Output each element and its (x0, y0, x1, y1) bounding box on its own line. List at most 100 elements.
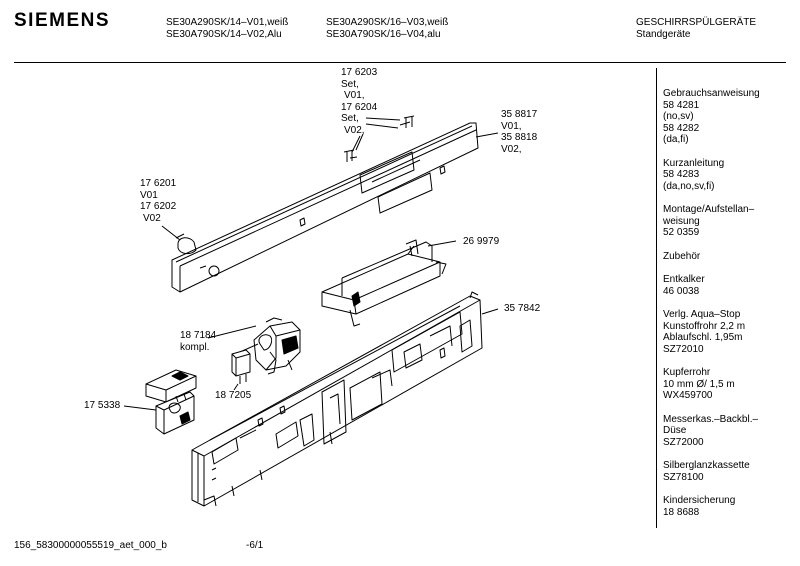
control-panel-fascia (172, 123, 478, 292)
switch-module (322, 240, 446, 326)
accessory-line: Zubehör (663, 250, 701, 262)
accessory-group: Entkalker 46 0038 (663, 274, 793, 297)
part-label-18-7184: 18 7184 kompl. (180, 330, 216, 353)
label-line: 17 6201 (140, 178, 177, 189)
part-label-17-6201: 17 6201 V01 17 6202 V02 (140, 178, 176, 224)
accessory-line: Silberglanzkassette (663, 460, 750, 471)
accessory-line: Ablaufschl. 1,95m (663, 332, 743, 343)
leader-line (124, 406, 156, 410)
leader-line (428, 241, 456, 246)
label-line: 17 5338 (84, 400, 121, 411)
accessory-line: SZ72010 (663, 343, 704, 355)
accessory-line: Montage/Aufstellan– (663, 204, 755, 215)
header-rule (14, 62, 786, 63)
accessory-line: 58 4282 (663, 122, 700, 134)
label-line: V01, (501, 120, 522, 132)
accessory-group: Silberglanzkassette SZ78100 (663, 460, 793, 483)
accessory-line: 58 4281 (663, 99, 700, 111)
accessory-group: Messerkas.–Backbl.– Düse SZ72000 (663, 414, 793, 449)
accessory-line: SZ78100 (663, 471, 704, 483)
label-line: V02, (344, 124, 365, 136)
accessory-group: Verlg. Aqua–Stop Kunstoffrohr 2,2 m Abla… (663, 309, 793, 355)
label-line: V02 (143, 212, 161, 224)
leader-line (356, 134, 363, 150)
label-line: 35 8818 (501, 132, 538, 143)
accessory-line: Entkalker (663, 274, 705, 285)
category-heading: GESCHIRRSPÜLGERÄTE Standgeräte (636, 17, 756, 41)
accessory-line: Düse (663, 425, 687, 436)
category-line: Standgeräte (636, 29, 691, 40)
part-label-18-7205: 18 7205 (215, 390, 251, 402)
accessory-group: Kupferrohr 10 mm Ø/ 1,5 m WX459700 (663, 367, 793, 402)
document-id: 156_58300000055519_aet_000_b (14, 540, 167, 551)
label-line: 35 7842 (504, 303, 541, 314)
accessory-line: 58 4283 (663, 169, 700, 180)
accessory-line: weisung (663, 215, 700, 227)
label-line: 18 7184 (180, 330, 217, 341)
model-list-2: SE30A290SK/16–V03,weiß SE30A790SK/16–V04… (326, 17, 448, 41)
accessory-line: 52 0359 (663, 227, 700, 238)
accessory-list: Gebrauchsanweisung 58 4281 (no,sv) 58 42… (663, 88, 793, 530)
label-line: 17 6202 (140, 201, 177, 212)
leader-line (208, 326, 256, 338)
screw-set (344, 116, 414, 162)
accessory-group: Zubehör (663, 251, 793, 263)
accessory-line: 18 8688 (663, 506, 700, 518)
accessory-group: Gebrauchsanweisung 58 4281 (no,sv) 58 42… (663, 88, 793, 146)
accessory-group: Kurzanleitung 58 4283 (da,no,sv,fi) (663, 158, 793, 193)
model-entry: SE30A790SK/16–V04,alu (326, 29, 441, 40)
electronics-frame (192, 292, 482, 506)
leader-line (366, 118, 400, 120)
sidebar-divider (656, 68, 657, 528)
accessory-group: Montage/Aufstellan– weisung 52 0359 (663, 204, 793, 239)
label-line: Set, (341, 113, 359, 124)
model-entry: SE30A290SK/14–V01,weiß (166, 17, 289, 28)
model-list-1: SE30A290SK/14–V01,weiß SE30A790SK/14–V02… (166, 17, 288, 41)
accessory-line: (no,sv) (663, 111, 694, 122)
part-label-17-5338: 17 5338 (84, 400, 120, 412)
label-line: 18 7205 (215, 390, 252, 401)
accessory-line: 10 mm Ø/ 1,5 m (663, 378, 735, 390)
leader-line (482, 309, 498, 314)
accessory-line: (da,no,sv,fi) (663, 180, 715, 192)
page-number: -6/1 (246, 540, 264, 551)
accessory-line: Gebrauchsanweisung (663, 88, 760, 99)
accessory-line: SZ72000 (663, 436, 704, 448)
accessory-line: Kupferrohr (663, 367, 711, 378)
label-line: 35 8817 (501, 109, 538, 120)
accessory-line: Kunstoffrohr 2,2 m (663, 320, 746, 332)
leader-line (162, 226, 180, 240)
model-entry: SE30A290SK/16–V03,weiß (326, 17, 449, 28)
accessory-line: Messerkas.–Backbl.– (663, 413, 759, 425)
model-entry: SE30A790SK/14–V02,Alu (166, 29, 282, 40)
label-line: V01, (344, 90, 365, 101)
leader-line (366, 124, 398, 128)
label-line: 26 9979 (463, 236, 500, 247)
part-label-17-6203: 17 6203 Set, V01, 17 6204 Set, V02, (341, 67, 377, 136)
accessory-line: 46 0038 (663, 285, 700, 297)
accessory-line: Verlg. Aqua–Stop (663, 309, 741, 320)
pressure-switch-assembly (254, 318, 300, 374)
accessory-line: Kurzanleitung (663, 157, 725, 169)
part-label-35-7842: 35 7842 (504, 303, 540, 315)
brand-logo: SIEMENS (14, 10, 111, 31)
label-line: 17 6203 (341, 67, 378, 78)
accessory-group: Kindersicherung 18 8688 (663, 495, 793, 518)
label-line: V02, (501, 143, 522, 155)
label-line: Set, (341, 78, 359, 90)
accessory-line: Kindersicherung (663, 495, 736, 506)
accessory-line: WX459700 (663, 390, 713, 401)
door-lock (146, 370, 196, 434)
leader-line (234, 384, 238, 390)
category-line: GESCHIRRSPÜLGERÄTE (636, 17, 757, 28)
leader-line (476, 133, 498, 137)
label-line: 17 6204 (341, 101, 378, 113)
label-line: V01 (140, 189, 158, 201)
relay-component (232, 350, 250, 384)
leader-line (352, 136, 360, 152)
part-label-35-8817: 35 8817 V01, 35 8818 V02, (501, 109, 537, 155)
accessory-line: (da,fi) (663, 134, 689, 145)
label-line: kompl. (180, 341, 210, 353)
part-label-26-9979: 26 9979 (463, 236, 499, 248)
